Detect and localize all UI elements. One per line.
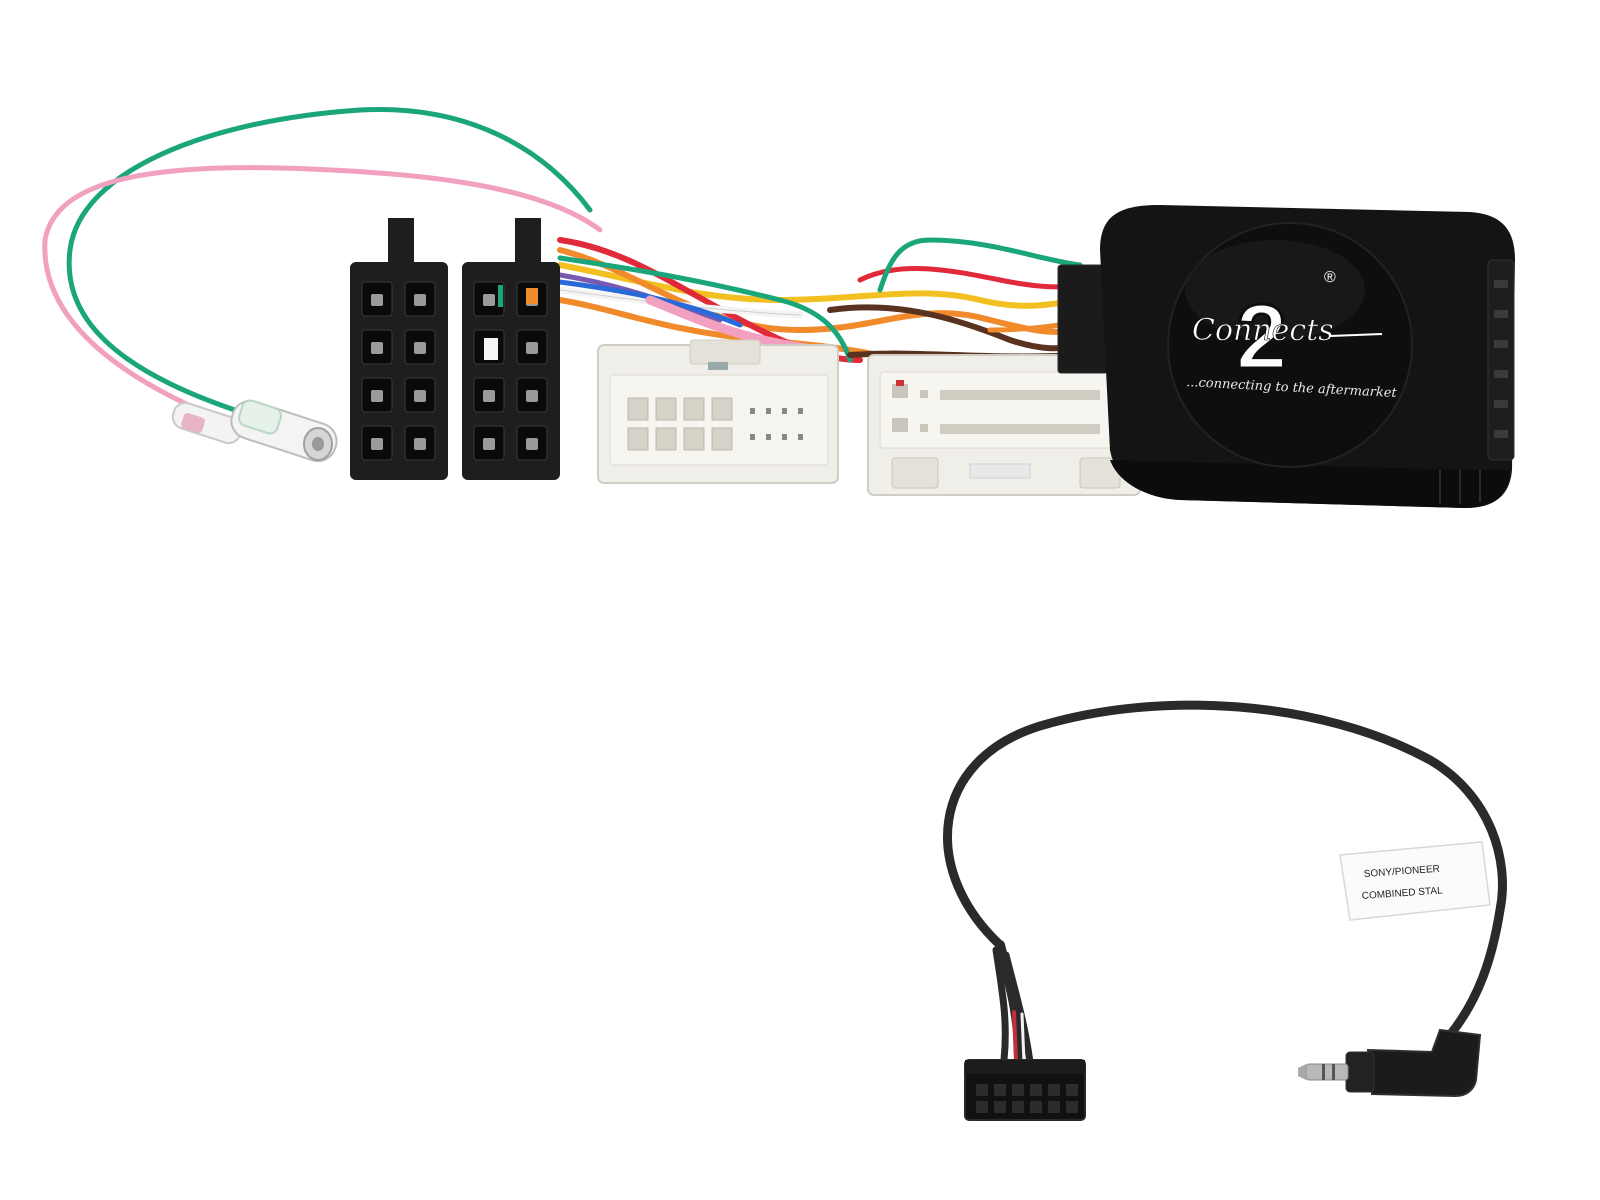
lead-cable: [943, 700, 1507, 1040]
pink-wire: [42, 165, 603, 428]
iso-connector-left: [350, 218, 448, 480]
lead-sticker: SONY/PIONEER COMBINED STAL: [1339, 841, 1491, 921]
white-connector-right: [867, 354, 1141, 496]
bullet-terminals: [171, 399, 338, 463]
bullet-terminal-1: [171, 401, 243, 445]
steering-lead: [943, 700, 1507, 1066]
green-wire: [66, 106, 593, 418]
bullet-terminal-2: [230, 399, 338, 463]
logo-script: Connects: [1192, 313, 1334, 348]
lead-molex-plug: [964, 1059, 1086, 1121]
white-connector-left: [597, 339, 839, 484]
brand-logo: 2 Connects ® ...connecting to the afterm…: [1186, 269, 1398, 401]
lead-jack-plug: [1298, 1028, 1482, 1098]
interface-module: 2 Connects ® ...connecting to the afterm…: [1057, 205, 1515, 508]
registered-mark: ®: [1324, 269, 1336, 286]
logo-numeral: 2: [1236, 286, 1287, 388]
wire-bundle: [556, 237, 1083, 363]
loose-wires: [42, 106, 603, 428]
iso-connector-right: [462, 218, 560, 480]
sticker-line-1: SONY/PIONEER: [1363, 864, 1440, 880]
